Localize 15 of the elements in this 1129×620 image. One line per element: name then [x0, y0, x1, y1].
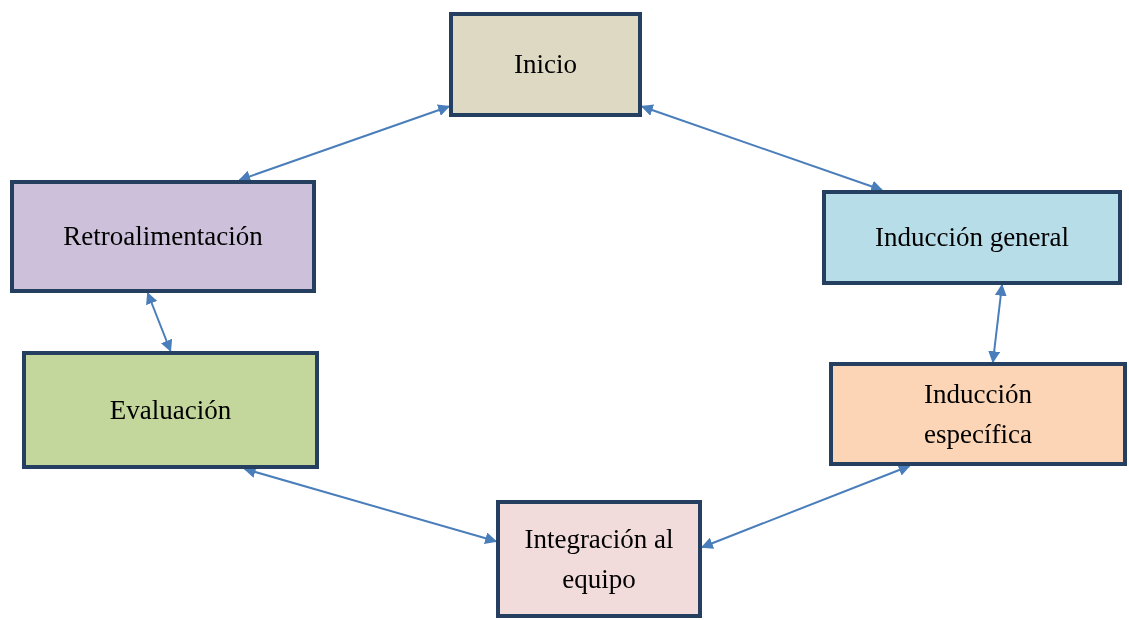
double-arrow	[146, 291, 173, 353]
box-label: Inicio	[514, 48, 577, 82]
process-box	[22, 351, 319, 469]
box-label: Integración al equipo	[523, 522, 675, 596]
process-box	[822, 190, 1122, 285]
process-box	[829, 362, 1127, 466]
start-box	[449, 12, 642, 117]
box-label: Inducción general	[874, 221, 1070, 255]
box-label: Evaluación	[109, 393, 232, 427]
double-arrow	[988, 283, 1007, 364]
double-arrow	[238, 104, 451, 183]
process-box	[496, 500, 702, 618]
process-box	[10, 180, 316, 293]
box-label: Inducción específica	[923, 377, 1033, 451]
box-label: Retroalimentación	[63, 220, 263, 254]
